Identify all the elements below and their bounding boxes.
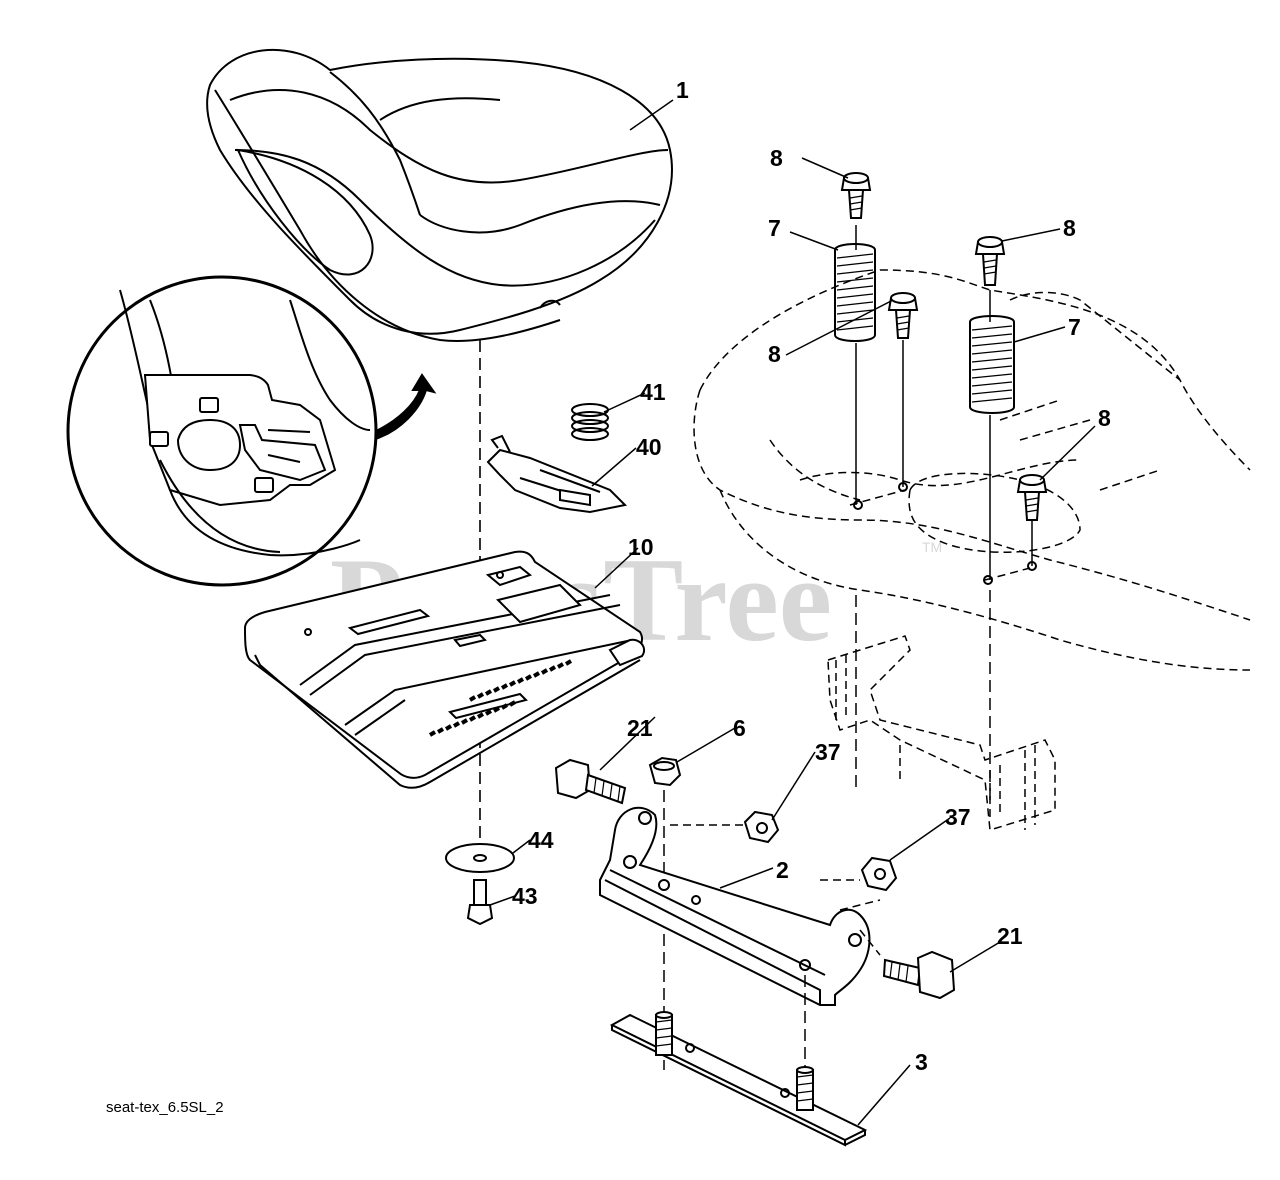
callout-1: 1 xyxy=(676,77,689,103)
bolt-part-43 xyxy=(466,879,494,926)
callout-41: 41 xyxy=(640,379,666,405)
plate-part-3 xyxy=(609,1011,868,1147)
drawing-id: seat-tex_6.5SL_2 xyxy=(106,1099,224,1116)
inset-detail-view xyxy=(66,275,437,587)
spring-part-41 xyxy=(571,403,609,441)
latch-part-40 xyxy=(486,434,628,514)
spring-part-7-right xyxy=(969,315,1015,414)
bracket-part-2 xyxy=(599,806,871,1006)
nut-part-37-upper xyxy=(743,810,780,844)
callout-8: 8 xyxy=(1063,215,1076,241)
bracket-axes xyxy=(839,899,881,956)
fender-outline xyxy=(693,269,1251,671)
bolt-part-8-b xyxy=(974,236,1006,286)
callout-10: 10 xyxy=(628,534,654,560)
callout-40: 40 xyxy=(636,434,662,460)
callout-8: 8 xyxy=(770,145,783,171)
bolt-part-8-c xyxy=(887,292,919,339)
mounting-bracket-dashed xyxy=(827,635,1056,831)
bolt-part-8-d xyxy=(1016,474,1048,521)
bolt-part-21-right xyxy=(882,950,956,1000)
callout-43: 43 xyxy=(512,883,538,909)
seat-part-1 xyxy=(206,49,673,342)
callout-7: 7 xyxy=(1068,314,1081,340)
seat-pan-part-10 xyxy=(243,550,646,789)
nut-axes xyxy=(670,824,860,881)
watermark-trademark: TM xyxy=(922,539,942,555)
callout-37: 37 xyxy=(815,739,841,765)
spring-part-7-left xyxy=(834,243,876,342)
callout-8: 8 xyxy=(1098,405,1111,431)
nut-part-6 xyxy=(648,756,682,787)
bolt-part-21-left xyxy=(554,758,627,805)
callout-37: 37 xyxy=(945,804,971,830)
bolt-part-8-a xyxy=(840,172,872,219)
callout-21: 21 xyxy=(997,923,1023,949)
callout-2: 2 xyxy=(776,857,789,883)
callout-7: 7 xyxy=(768,215,781,241)
callout-3: 3 xyxy=(915,1049,928,1075)
nut-part-37-lower xyxy=(860,856,898,892)
washer-part-44 xyxy=(445,843,515,873)
callout-8: 8 xyxy=(768,341,781,367)
callout-21: 21 xyxy=(627,715,653,741)
callout-6: 6 xyxy=(733,715,746,741)
callout-44: 44 xyxy=(528,827,554,853)
leader-lines xyxy=(489,99,1096,1126)
